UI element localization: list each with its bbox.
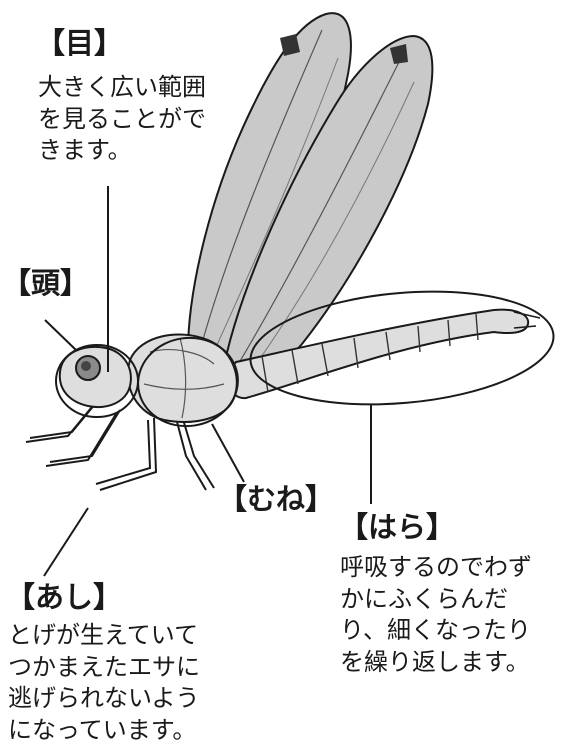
eye-label-description: 大きく広い範囲 を見ることがで きます。 — [38, 72, 206, 167]
chest-label-title: 【むね】 — [218, 484, 334, 516]
head-leader-line — [45, 320, 76, 350]
legs-label-title: 【あし】 — [6, 582, 122, 614]
legs-label-description: とげが生えていて つかまえたエサに 逃げられないよう になっています。 — [8, 620, 200, 747]
head — [60, 347, 131, 407]
wings — [188, 13, 432, 379]
eye-label-title: 【目】 — [36, 28, 123, 60]
legs-leader-line — [44, 508, 88, 576]
abdomen-label-description: 呼吸するのでわず かにふくらんだ り、細くなったり を繰り返します。 — [340, 552, 532, 679]
chest-leader-line — [212, 424, 244, 482]
abdomen-label-title: 【はら】 — [339, 512, 455, 544]
head-label-title: 【頭】 — [2, 268, 89, 300]
